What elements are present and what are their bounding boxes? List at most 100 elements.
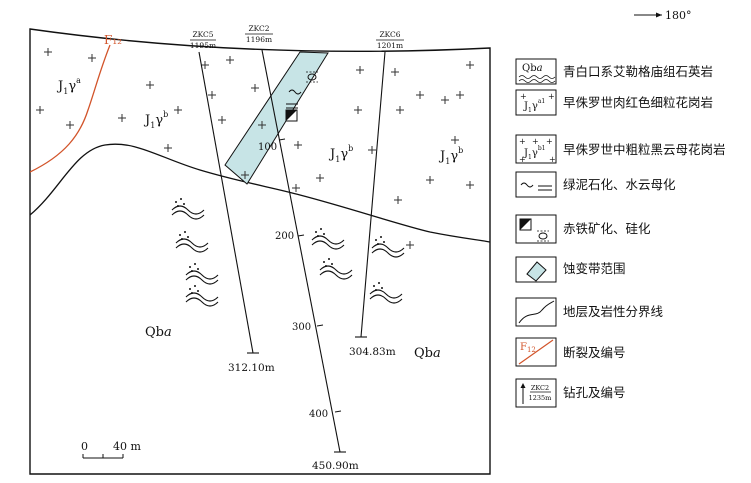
quartzite-dot-mark [373,285,375,287]
svg-text:J1γa1: J1γa1 [523,98,545,114]
unit-label-j1b: J1γb [328,144,353,164]
quartzite-dot-mark [179,234,181,236]
quartzite-dot-mark [378,282,380,284]
quartzite-wave-mark [371,243,405,253]
legend-label: 蚀变带范围 [563,261,626,276]
depth-mark: 400 [309,409,328,420]
quartzite-wave-mark [185,270,219,280]
quartzite-dot-mark [383,241,385,243]
north-arrow-label: 180° [665,9,692,22]
svg-text:J1γb: J1γb [328,144,353,164]
quartzite-dot-mark [381,287,383,289]
quartzite-dot-mark [194,285,196,287]
drill-hole-elevation: 1196m [246,35,272,44]
granite-plus-mark [466,61,474,69]
quartzite-dot-mark [181,238,183,240]
granite-plus-mark [294,141,302,149]
quartzite-wave-mark [175,238,209,248]
quartzite-dot-mark [177,205,179,207]
drill-hole-id: ZKC2 [248,24,269,33]
svg-text:+: + [549,155,556,164]
legend-item-drill: ZKC2 1235m 钻孔及编号 [515,378,626,408]
quartzite-wave-mark [369,294,403,304]
granite-plus-mark [44,48,52,56]
svg-text:J1γb: J1γb [143,110,168,130]
quartzite-dot-mark [317,235,319,237]
map-frame [29,28,491,475]
depth-marks: 100 200 300 400 [258,138,342,420]
quartzite-dot-mark [197,290,199,292]
quartzite-dot-mark [320,228,322,230]
granite-plus-mark [251,84,259,92]
depth-mark: 100 [258,142,277,153]
granite-pattern [36,48,474,249]
drill-hole-zkc6: ZKC6 1201m 304.83m [349,30,404,358]
drill-hole-elevation: 1201m [377,41,403,50]
granite-plus-mark [316,174,324,182]
quartzite-dot-mark [175,201,177,203]
chlorite-symbol [286,89,302,109]
quartzite-wave-mark [171,210,205,220]
granite-plus-mark [164,144,172,152]
legend-item-boundary: 地层及岩性分界线 [515,297,664,327]
quartzite-dot-mark [180,198,182,200]
quartzite-dot-mark [189,266,191,268]
quartzite-dot-mark [183,203,185,205]
quartzite-dot-mark [375,239,377,241]
quartzite-dot-mark [187,236,189,238]
svg-text:+: + [548,92,555,101]
drill-hole-depth: 312.10m [228,362,275,374]
granite-plus-mark [118,114,126,122]
quartzite-wave-mark [185,297,219,307]
hematite-symbol [285,71,318,122]
quartzite-dot-mark [323,233,325,235]
unit-label-qba: Qba [145,325,172,340]
svg-text:J1γa: J1γa [56,76,81,96]
legend-item-hematite: 赤铁矿化、硅化 [515,214,651,244]
quartzite-dot-mark [191,292,193,294]
granite-plus-mark [354,106,362,114]
granite-plus-mark [451,136,459,144]
granite-plus-mark [226,56,234,64]
legend-label: 地层及岩性分界线 [563,304,664,319]
granite-plus-mark [201,61,209,69]
quartzite-wave-mark [369,289,403,299]
fault-line [30,44,111,173]
quartzite-wave-mark [371,248,405,258]
legend-item-j1a: J1γa1 + + 早侏罗世肉红色细粒花岗岩 [515,89,713,116]
fault-label: F₁₂ [104,33,122,47]
alteration-zone [224,51,329,185]
quartzite-dot-mark [375,289,377,291]
granite-plus-mark [396,106,404,114]
granite-plus-mark [466,181,474,189]
granite-plus-mark [416,91,424,99]
svg-text:1235m: 1235m [529,394,552,402]
quartzite-dot-mark [315,231,317,233]
drill-hole-zkc2: ZKC2 1196m 450.90m [245,24,359,472]
quartzite-dot-mark [328,258,330,260]
legend-item-qba: Qba 青白口系艾勒格庙组石英岩 [515,58,713,85]
svg-text:+: + [546,137,553,146]
granite-plus-mark [426,176,434,184]
granite-plus-mark [218,116,226,124]
legend-label: 赤铁矿化、硅化 [563,221,651,236]
legend: Qba 青白口系艾勒格庙组石英岩 J1γa1 + + 早侏罗世肉红色细粒花岗岩 … [515,58,726,408]
drill-hole-depth: 450.90m [312,460,359,472]
quartzite-dot-mark [377,243,379,245]
drill-hole-id: ZKC6 [379,30,400,39]
granite-plus-mark [66,121,74,129]
quartzite-wave-mark [185,275,219,285]
legend-label: 断裂及编号 [563,345,626,360]
granite-plus-mark [456,91,464,99]
quartzite-wave-mark [171,205,205,215]
unit-label-qba: Qba [414,346,441,361]
depth-mark: 200 [275,231,294,242]
granite-plus-mark [146,81,154,89]
depth-mark: 300 [292,322,311,333]
granite-plus-mark [208,91,216,99]
drill-hole-elevation: 1195m [190,41,216,50]
quartzite-dot-mark [325,265,327,267]
quartzite-dot-mark [197,268,199,270]
legend-item-j1b: J1γb1 + + + + + 早侏罗世中粗粒黑云母花岗岩 [515,134,726,164]
